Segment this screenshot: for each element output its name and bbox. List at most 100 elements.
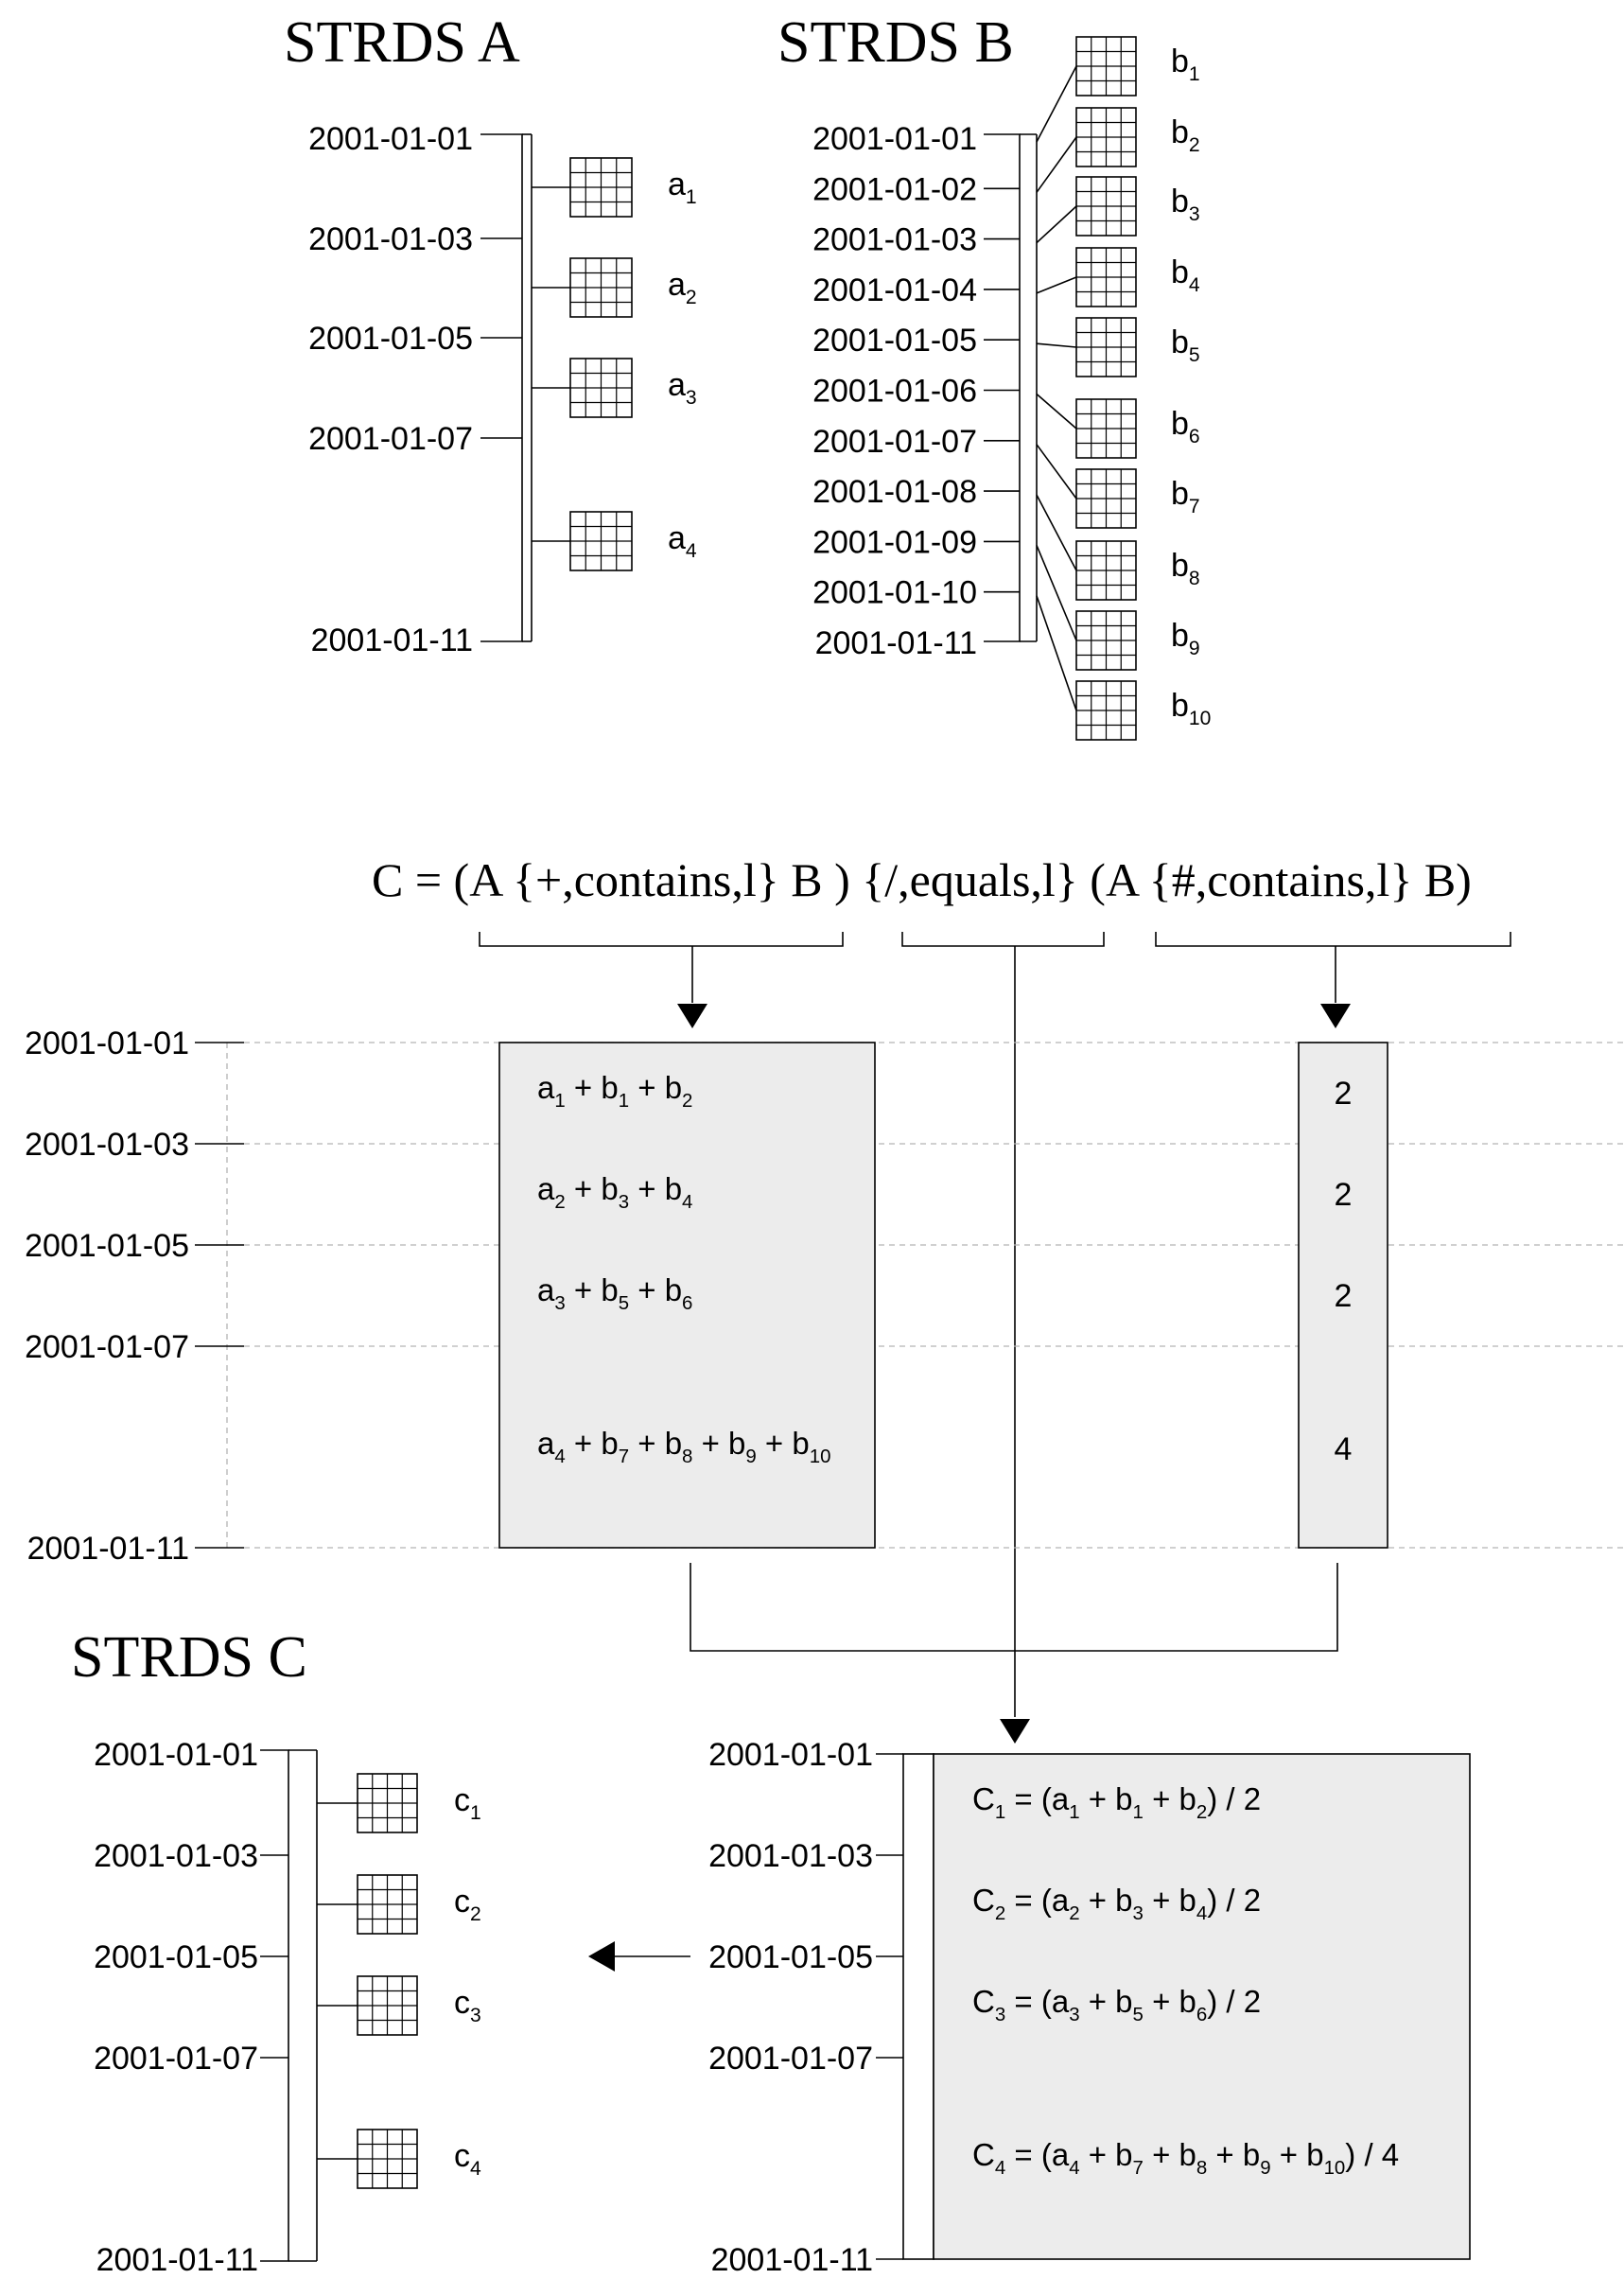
strds-c-date-label: 2001-01-07 [94,2041,258,2077]
arrow-down-icon [677,1004,707,1028]
term-letter: a [537,1272,555,1307]
raster-grid-icon [1075,540,1137,601]
equals-open: = ( [1005,1883,1052,1918]
connector-lines [195,65,1624,2262]
result-timeline-rail [902,1753,934,2260]
raster-grid-icon [1075,36,1137,96]
term-index: 3 [554,1292,565,1314]
result-index: 4 [995,2157,1005,2179]
term-index: 2 [554,1191,565,1213]
term-index: 4 [1069,2157,1079,2179]
plus-sign: + [566,1171,602,1206]
map-letter: b [1171,618,1189,654]
raster-grid-icon [1075,468,1137,529]
map-index: 4 [470,2158,481,2180]
plus-sign: + [1080,1781,1116,1816]
strds-b-date-label: 2001-01-08 [812,474,977,510]
strds-b-date-label: 2001-01-01 [812,121,977,157]
formula-op-sum: {+,contains,l} [513,853,779,906]
strds-c-map-label: c4​ [454,2138,481,2180]
count-cell: 2 [1335,1076,1353,1112]
term-index: 4 [554,1446,565,1467]
term-letter: a [1052,2137,1070,2172]
term-index: 4 [682,1191,692,1213]
formula: C = (A {+,contains,l} B ) {/,equals,l} (… [372,853,1472,906]
intermediate-date-label: 2001-01-01 [25,1026,189,1061]
term-index: 2 [1196,1801,1207,1823]
term-index: 9 [1260,2157,1270,2179]
map-letter: b [1171,476,1189,512]
plus-sign: + [1207,2137,1243,2172]
raster-grid-icon [357,1874,418,1935]
term-index: 1 [554,1090,565,1112]
strds-b-map-link [1036,342,1077,348]
map-index: 7 [1189,496,1200,517]
plus-sign: + [1144,1781,1179,1816]
count-cell: 4 [1335,1431,1353,1467]
strds-a-map-label: a2​ [668,267,697,308]
term-index: 2 [682,1090,692,1112]
arrow-left-icon [588,1941,615,1972]
strds-a-map-label: a4​ [668,520,697,562]
map-letter: b [1171,548,1189,584]
strds-b-title: STRDS B [777,10,1014,75]
divisor: ) / 2 [1207,1984,1261,2019]
count-table [1298,1042,1388,1549]
strds-b-map-label: b3​ [1171,184,1200,225]
map-index: 4 [686,540,697,562]
intermediate-date-label: 2001-01-05 [25,1228,189,1264]
sum-cell: a1​ + b1​ + b2​ [537,1070,692,1112]
map-index: 4 [1189,274,1200,296]
plus-sign: + [1144,2137,1179,2172]
term-index: 7 [1133,2157,1144,2179]
term-letter: b [1179,2137,1196,2172]
plus-sign: + [629,1070,665,1105]
raster-grid-icon [1075,317,1137,377]
term-index: 1 [1133,1801,1144,1823]
strds-a-date-label: 2001-01-03 [308,221,473,257]
term-letter: b [1115,1883,1132,1918]
strds-b-map-label: b7​ [1171,476,1200,517]
strds-b-date-label: 2001-01-06 [812,374,977,410]
plus-sign: + [566,1070,602,1105]
term-letter: b [728,1426,745,1461]
strds-c-date-label: 2001-01-05 [94,1939,258,1975]
result-date-label: 2001-01-03 [708,1838,873,1874]
plus-sign: + [629,1171,665,1206]
term-letter: a [1052,1883,1070,1918]
plus-sign: + [692,1426,728,1461]
strds-b-date-label: 2001-01-02 [812,171,977,207]
result-index: 3 [995,2004,1005,2025]
term-index: 5 [619,1292,629,1314]
strds-c-timeline [260,1749,289,2262]
term-letter: b [1115,1781,1132,1816]
term-letter: a [1052,1984,1070,2019]
strds-b-date-label: 2001-01-04 [812,272,977,308]
strds-b-map-link [1036,393,1077,430]
strds-b-map-label: b5​ [1171,324,1200,366]
formula-op-divide: {/,equals,l} [862,853,1078,906]
map-letter: a [668,267,686,303]
plus-sign: + [566,1426,602,1461]
divisor: ) / 4 [1345,2137,1399,2172]
term-letter: b [601,1426,618,1461]
term-letter: b [1115,2137,1132,2172]
result-date-label: 2001-01-11 [711,2242,873,2278]
result-letter: C [972,2137,995,2172]
intermediate-date-label: 2001-01-07 [25,1329,189,1365]
strds-b-map-label: b4​ [1171,254,1200,296]
term-letter: a [537,1426,555,1461]
strds-b-date-label: 2001-01-10 [812,575,977,611]
strds-c-map-label: c1​ [454,1782,481,1824]
strds-b-map-link [1036,494,1077,571]
map-letter: b [1171,184,1189,219]
result-expression: C1​ = (a1​ + b1​ + b2​) / 2 [972,1781,1261,1823]
divisor: ) / 2 [1207,1883,1261,1918]
term-index: 10 [810,1446,831,1467]
term-letter: a [537,1171,555,1206]
count-cell: 2 [1335,1177,1353,1213]
plus-sign: + [1144,1984,1179,2019]
strds-b-date-label: 2001-01-05 [812,323,977,359]
map-index: 6 [1189,426,1200,447]
term-index: 10 [1324,2157,1346,2179]
